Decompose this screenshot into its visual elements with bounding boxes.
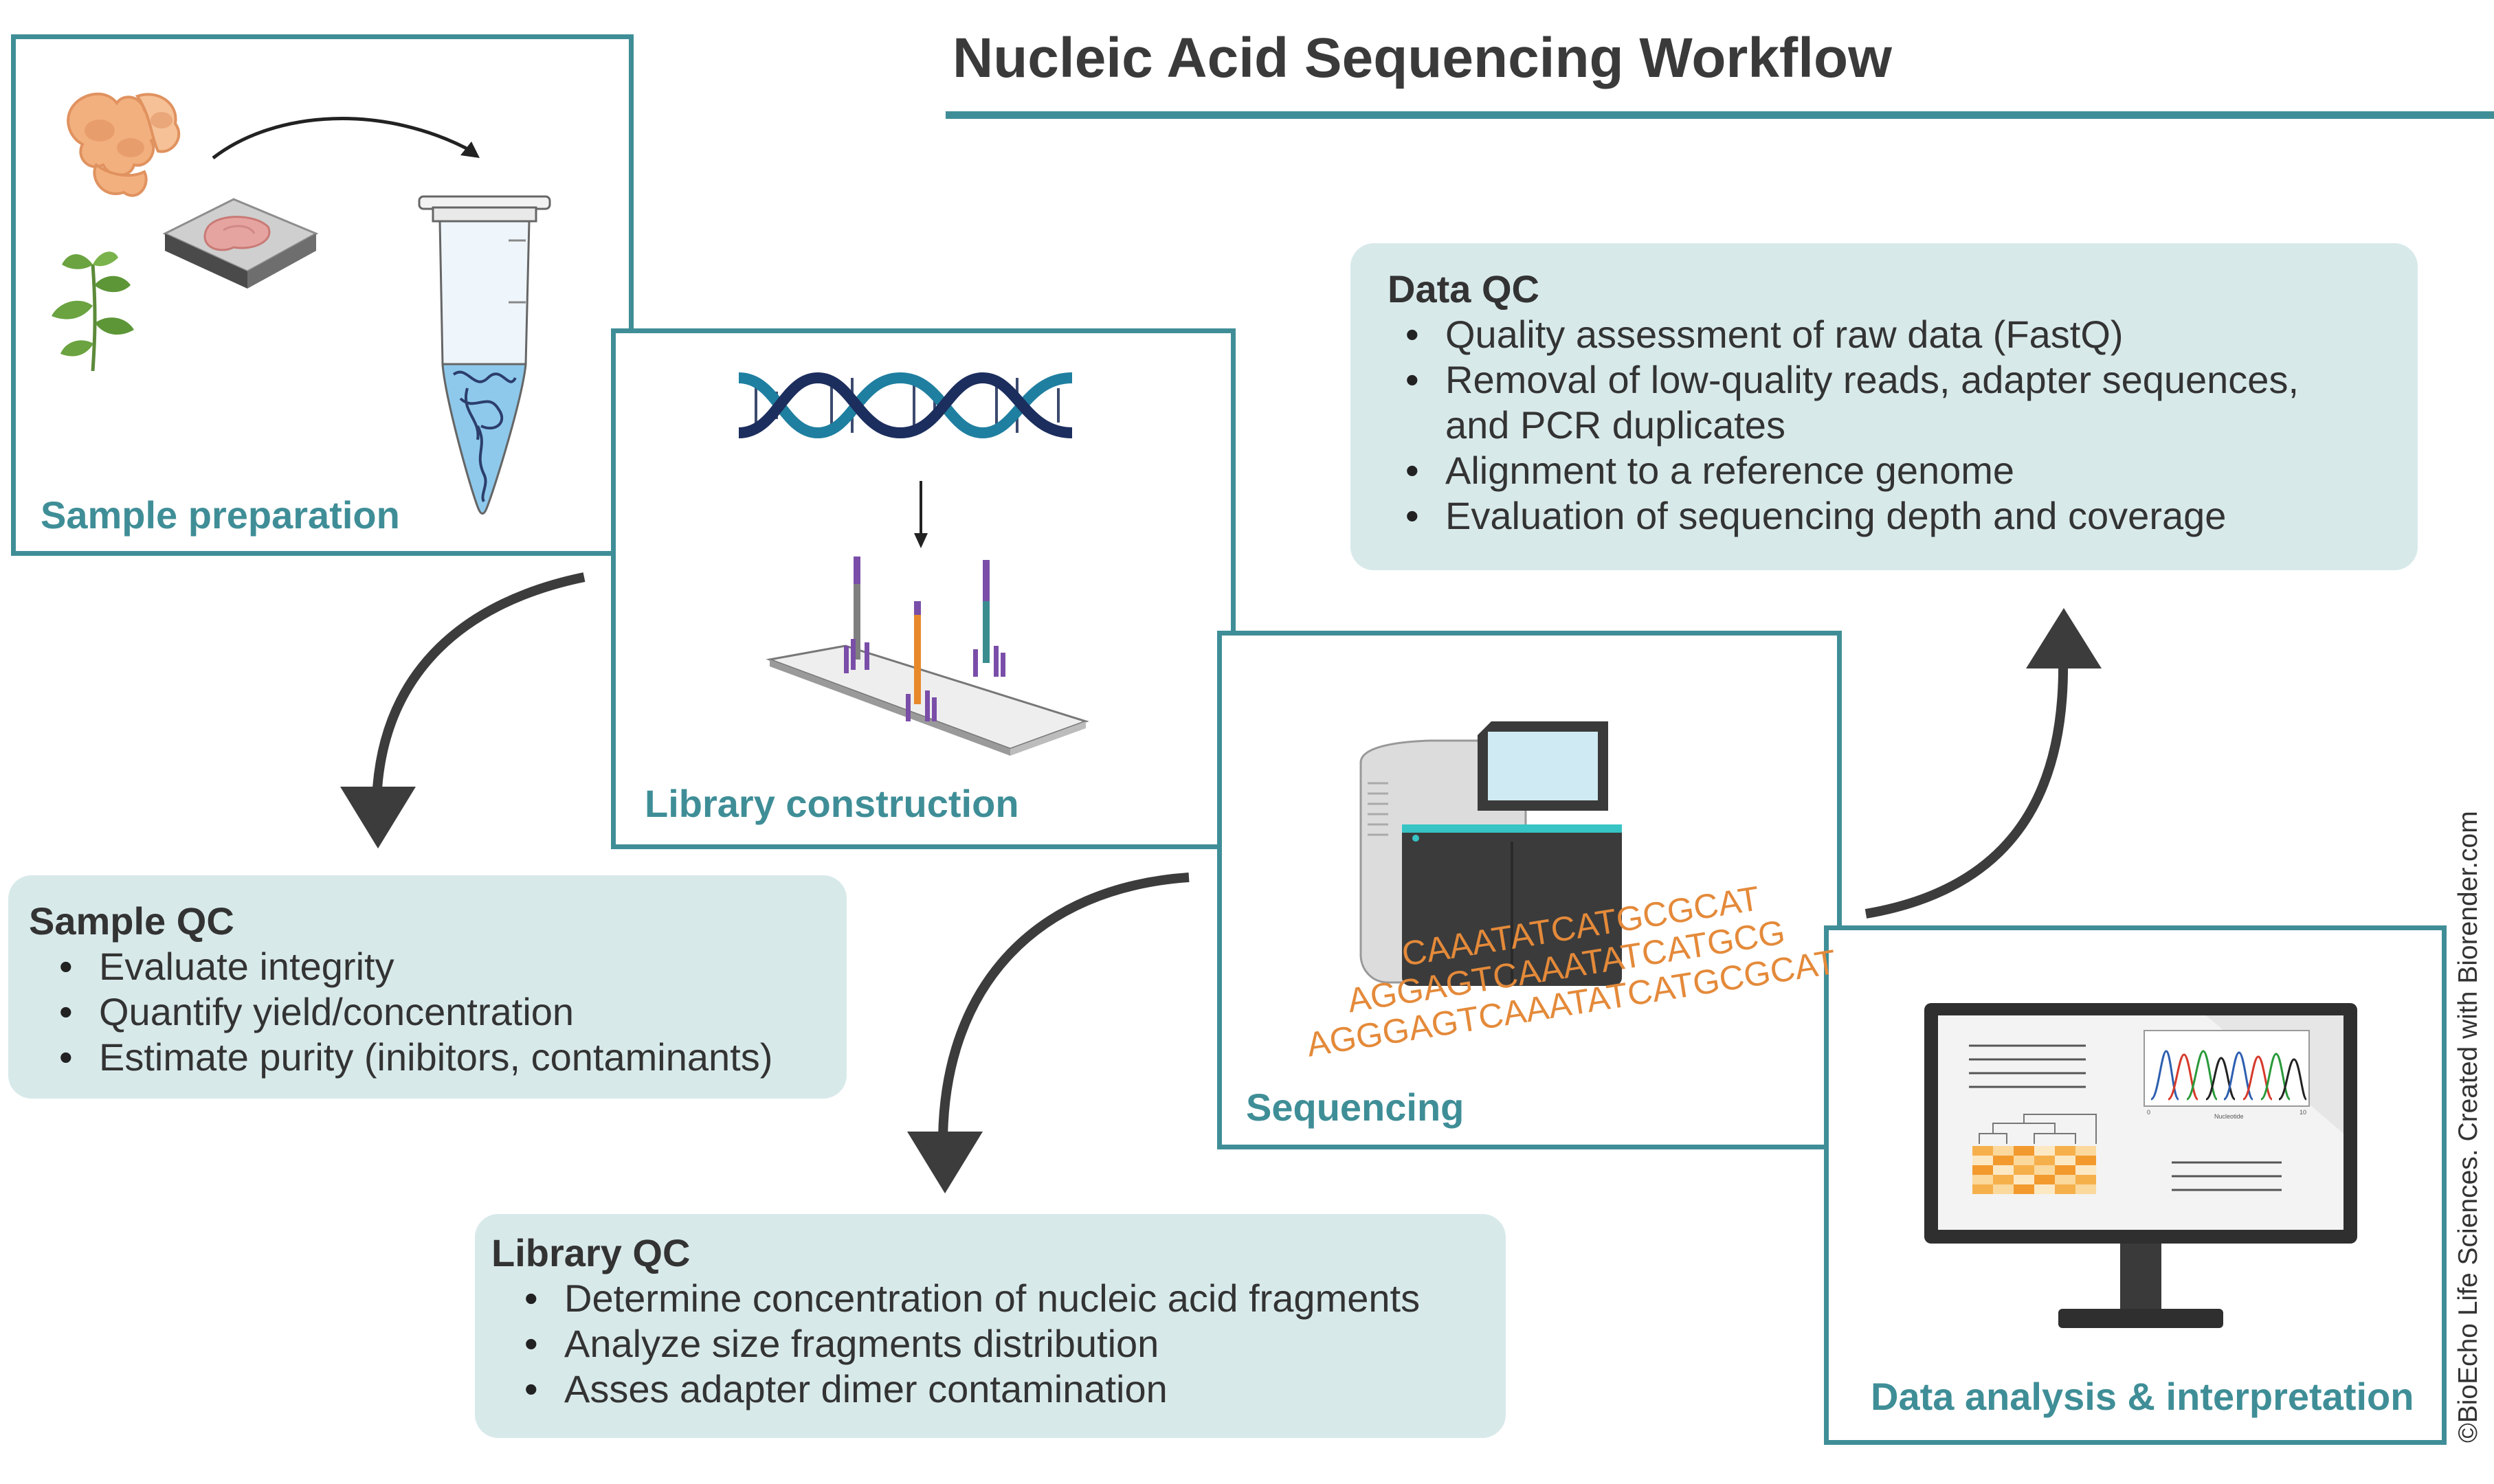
dna-helix-icon (738, 372, 1073, 439)
sequencing-label: Sequencing (1246, 1086, 1465, 1129)
library-qc-panel: Library QC Determine concentration of nu… (475, 1214, 1506, 1438)
data-qc-item: Evaluation of sequencing depth and cover… (1388, 493, 2299, 539)
page-title: Nucleic Acid Sequencing Workflow (953, 27, 1892, 89)
library-qc-title: Library QC (491, 1231, 691, 1274)
flow-cell-icon (766, 556, 1089, 756)
library-construction-box: Library construction (611, 328, 1236, 849)
data-qc-item: and PCR duplicates (1445, 403, 1785, 447)
data-qc-item: Removal of low-quality reads, adapter se… (1388, 357, 2299, 403)
sample-qc-list: Evaluate integrity Quantify yield/concen… (41, 944, 772, 1080)
sample-qc-title: Sample QC (29, 899, 234, 943)
tube-icon (418, 195, 551, 515)
data-qc-item: Quality assessment of raw data (FastQ) (1388, 312, 2299, 357)
library-qc-item: Analyze size fragments distribution (506, 1321, 1420, 1367)
library-construction-label: Library construction (645, 782, 1019, 825)
sample-qc-panel: Sample QC Evaluate integrity Quantify yi… (8, 875, 847, 1099)
monitor-icon: 0 10 Nucleotide (1924, 1003, 2357, 1328)
sequence-reads: CAAATATCATGCGCAT AGGAGTCAAATATCATGCG AGG… (1304, 879, 1839, 1064)
axis-tick-right: 10 (2300, 1109, 2306, 1116)
axis-tick-left: 0 (2147, 1109, 2150, 1116)
axis-caption: Nucleotide (2214, 1113, 2244, 1120)
credit-text: ©BioEcho Life Sciences. Created with Bio… (2453, 811, 2483, 1443)
arrow-to-data-qc (1864, 608, 2102, 919)
data-qc-item: Alignment to a reference genome (1388, 448, 2299, 493)
arrow-to-library-qc (907, 873, 1190, 1193)
library-qc-item: Determine concentration of nucleic acid … (506, 1276, 1420, 1321)
sample-qc-item: Evaluate integrity (41, 944, 772, 989)
arrow-down-small (914, 481, 928, 548)
library-qc-item: Asses adapter dimer contamination (506, 1367, 1420, 1412)
data-qc-panel: Data QC Quality assessment of raw data (… (1350, 243, 2418, 570)
library-qc-list: Determine concentration of nucleic acid … (506, 1276, 1420, 1412)
data-analysis-label: Data analysis & interpretation (1871, 1375, 2414, 1418)
data-qc-title: Data QC (1388, 267, 1539, 311)
arrow-to-sample-qc (340, 572, 586, 848)
arrow-sample-to-tube (212, 117, 480, 159)
cells-icon (67, 92, 181, 197)
sequencer-icon (1359, 721, 1622, 986)
sample-preparation-label: Sample preparation (41, 493, 400, 537)
data-qc-list: Quality assessment of raw data (FastQ) R… (1388, 312, 2299, 539)
tissue-slide-icon (162, 198, 319, 289)
title-rule (946, 111, 2494, 119)
sample-qc-item: Quantify yield/concentration (41, 989, 772, 1035)
plant-icon (52, 251, 134, 372)
sample-qc-item: Estimate purity (inibitors, contaminants… (41, 1035, 772, 1080)
